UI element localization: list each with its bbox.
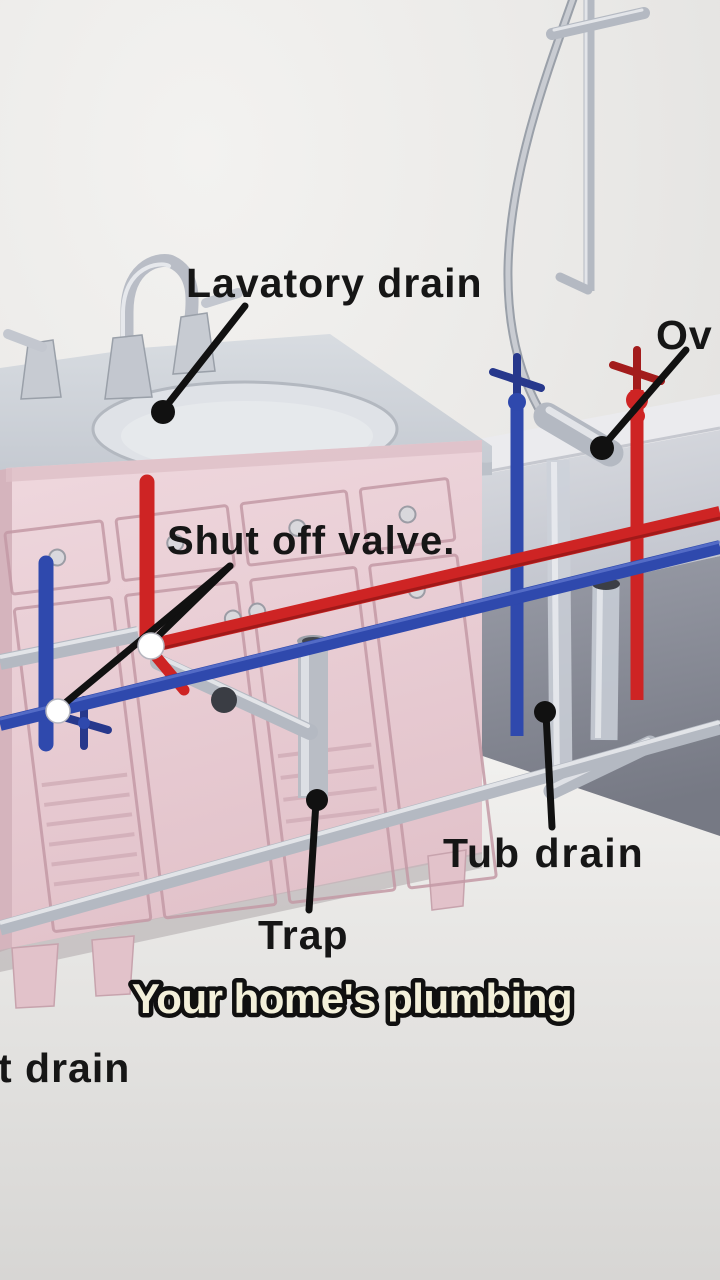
shutoff-dot-cold bbox=[45, 698, 71, 724]
drain-arm-left-highlight bbox=[0, 627, 139, 659]
louver-slats bbox=[41, 742, 380, 887]
label-overflow-cutoff: Ov bbox=[656, 312, 713, 358]
lavatory-pointer-dot bbox=[151, 400, 175, 424]
faucet-lever-right bbox=[201, 288, 243, 308]
shower-riser bbox=[503, 0, 650, 419]
pipes bbox=[0, 346, 720, 936]
tub-drain-tube-highlight bbox=[595, 585, 603, 739]
floor bbox=[0, 744, 720, 1280]
label-lavatory-drain: Lavatory drain bbox=[186, 260, 483, 306]
label-trap: Trap bbox=[258, 912, 349, 958]
caption: Your home's plumbing bbox=[132, 975, 572, 1022]
trap-pointer-dot bbox=[306, 789, 328, 811]
drain-arm-left bbox=[0, 626, 140, 670]
label-shut-off-valve: Shut off valve. bbox=[167, 519, 456, 563]
tub-cold-valve bbox=[489, 353, 545, 411]
faucet-base bbox=[104, 334, 153, 400]
faucet-handle-right bbox=[172, 312, 216, 375]
shower-hose-highlight bbox=[505, 0, 576, 418]
faucet-spout-highlight bbox=[121, 262, 171, 372]
shower-bar-foot bbox=[555, 272, 593, 295]
faucet-lever-left bbox=[3, 329, 47, 352]
overflow-pointer-dot bbox=[590, 436, 614, 460]
tub-drain-pointer-line bbox=[542, 710, 556, 831]
cabinet-left-edge bbox=[0, 468, 12, 952]
main-drain-highlight bbox=[0, 720, 720, 925]
cold-supply-highlight bbox=[0, 540, 720, 721]
shower-crossbar bbox=[546, 7, 650, 40]
overflow-pointer-line bbox=[600, 346, 690, 449]
main-drain-line bbox=[0, 719, 720, 936]
faucet bbox=[3, 253, 243, 400]
cabinet-top-lip bbox=[6, 440, 482, 482]
hot-supply-shade bbox=[149, 516, 720, 653]
shower-crossbar-highlight bbox=[552, 8, 644, 32]
tub-overflow-tube bbox=[546, 459, 573, 787]
faucet-spout bbox=[120, 253, 199, 379]
label-closet-drain-cutoff: t drain bbox=[0, 1045, 131, 1091]
label-tub-drain: Tub drain bbox=[443, 830, 645, 876]
shutoff-dot-hot bbox=[137, 632, 165, 660]
trap-coupling bbox=[211, 687, 237, 713]
lavatory-pointer-line bbox=[160, 302, 249, 413]
tub-pipes bbox=[489, 346, 665, 800]
trap-diagonal-highlight bbox=[158, 655, 310, 728]
cabinet-foot-mid bbox=[91, 935, 135, 997]
cabinet-foot-right bbox=[427, 849, 467, 911]
tub-overflow-tube-highlight bbox=[551, 461, 560, 785]
trap-pointer-line bbox=[305, 798, 320, 914]
tub-drain-pointer-dot bbox=[534, 701, 556, 723]
tub-drain-tube bbox=[590, 583, 620, 741]
cabinet-foot-left bbox=[11, 943, 59, 1009]
hot-supply-line bbox=[148, 506, 720, 653]
cold-supply-line bbox=[0, 540, 720, 731]
faucet-handle-left bbox=[20, 339, 62, 400]
callout-pointers bbox=[45, 302, 690, 914]
